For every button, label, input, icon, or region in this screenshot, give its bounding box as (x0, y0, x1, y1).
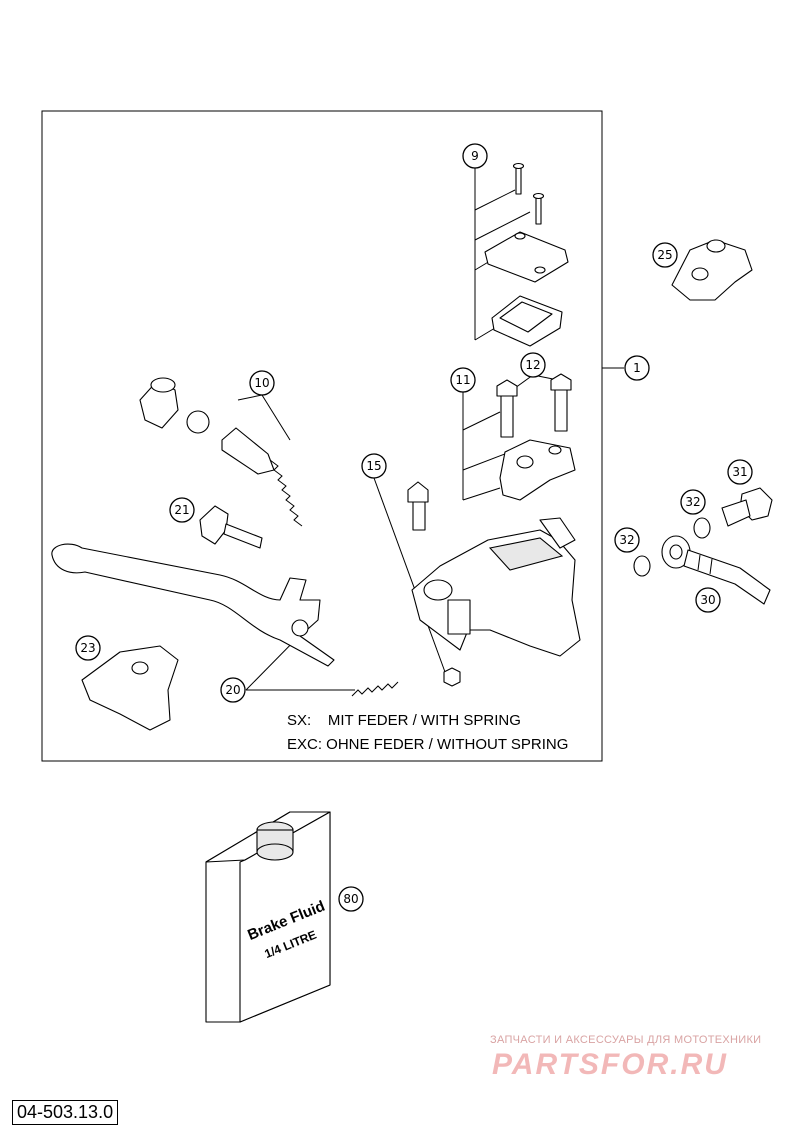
part-32-seal-rings (633, 517, 711, 577)
svg-text:15: 15 (366, 459, 381, 473)
callout-31: 31 (727, 459, 753, 485)
part-25-clamp (671, 239, 753, 301)
master-cylinder-body (411, 517, 581, 657)
callout-12: 12 (520, 352, 546, 378)
svg-text:1: 1 (633, 361, 641, 375)
part-20-lever (51, 543, 335, 667)
callout-15: 15 (361, 453, 387, 479)
part-30-brake-hose (661, 535, 771, 605)
part-23-lever-protector (81, 645, 179, 731)
callout-11: 11 (450, 367, 476, 393)
part-80-brake-fluid-bottle: Brake Fluid 1/4 LITRE (205, 811, 331, 1023)
part-31-banjo-bolt (721, 487, 773, 527)
document-number: 04-503.13.0 (12, 1100, 119, 1125)
callout-21: 21 (169, 497, 195, 523)
part-15-pivot-bolt (407, 481, 461, 687)
part-9-cover-assembly (484, 162, 569, 347)
callout-32-lower: 32 (614, 527, 640, 553)
svg-text:30: 30 (700, 593, 715, 607)
callout-20: 20 (220, 677, 246, 703)
svg-text:32: 32 (685, 495, 700, 509)
watermark-tagline: ЗАПЧАСТИ И АКСЕССУАРЫ ДЛЯ МОТОТЕХНИКИ (490, 1034, 762, 1046)
callout-10: 10 (249, 370, 275, 396)
svg-text:31: 31 (732, 465, 747, 479)
spring-note-sx: SX: MIT FEDER / WITH SPRING (287, 712, 521, 729)
callout-80: 80 (338, 886, 364, 912)
svg-text:80: 80 (343, 892, 358, 906)
part-21-adjuster (199, 505, 263, 549)
svg-text:21: 21 (174, 503, 189, 517)
svg-text:11: 11 (455, 373, 470, 387)
svg-text:20: 20 (225, 683, 240, 697)
spring-note-exc: EXC: OHNE FEDER / WITHOUT SPRING (287, 736, 569, 753)
part-10-piston-kit (139, 377, 303, 527)
callout-1: 1 (624, 355, 650, 381)
svg-text:23: 23 (80, 641, 95, 655)
svg-text:10: 10 (254, 376, 269, 390)
part-20-spring (351, 681, 399, 697)
svg-text:9: 9 (471, 149, 479, 163)
svg-text:32: 32 (619, 533, 634, 547)
callout-25: 25 (652, 242, 678, 268)
callout-23: 23 (75, 635, 101, 661)
assembly-frame (41, 110, 603, 762)
callout-32-upper: 32 (680, 489, 706, 515)
svg-text:25: 25 (657, 248, 672, 262)
watermark-brand: PARTSFOR.RU (492, 1048, 728, 1081)
svg-text:12: 12 (525, 358, 540, 372)
part-11-clamp (496, 373, 576, 501)
callout-30: 30 (695, 587, 721, 613)
callout-9: 9 (462, 143, 488, 169)
